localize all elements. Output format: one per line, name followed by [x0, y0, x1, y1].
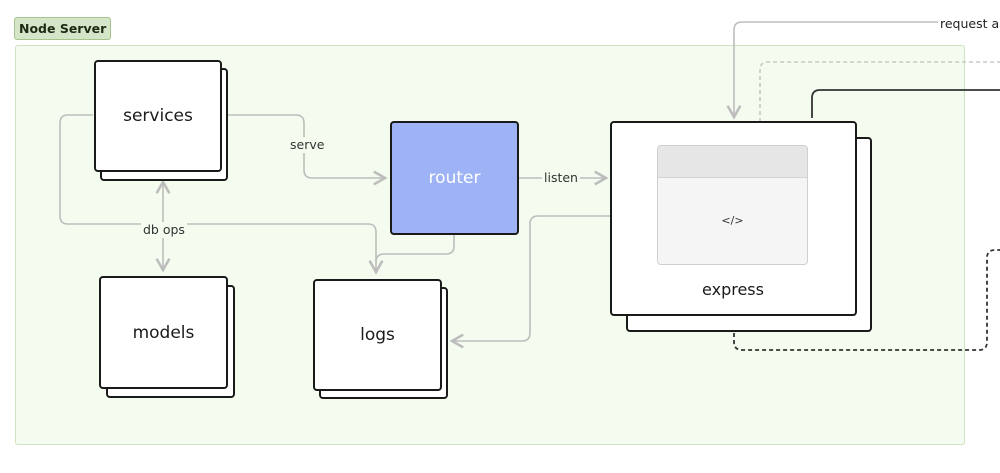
edge-services-logs: [59, 114, 384, 275]
browser-window-titlebar: [658, 146, 807, 178]
edge-label-listen: listen: [542, 170, 580, 186]
group-title-tag: Node Server: [14, 17, 112, 40]
router-label: router: [428, 168, 481, 188]
edge-express-out-solid: [811, 89, 1000, 118]
edge-router-logs: [375, 234, 455, 263]
edge-label-serve: serve: [288, 137, 327, 153]
edge-express-logs: [449, 215, 610, 349]
models-label: models: [132, 322, 195, 343]
logs-node[interactable]: logs: [313, 279, 442, 391]
code-tag-icon: </>: [721, 214, 744, 227]
edge-request-express: [726, 21, 938, 120]
router-node[interactable]: router: [390, 121, 519, 235]
edge-label-db-ops: db ops: [141, 222, 187, 238]
edge-express-out-dashed-gray: [759, 61, 1000, 122]
models-node[interactable]: models: [99, 276, 228, 389]
logs-label: logs: [360, 325, 395, 345]
services-node[interactable]: services: [94, 60, 222, 172]
edge-label-request: request a: [940, 16, 1000, 31]
edge-express-out-dashed-dark: [733, 249, 1000, 351]
express-label: express: [702, 280, 764, 299]
services-label: services: [123, 106, 193, 126]
browser-window-icon: </>: [657, 145, 808, 265]
